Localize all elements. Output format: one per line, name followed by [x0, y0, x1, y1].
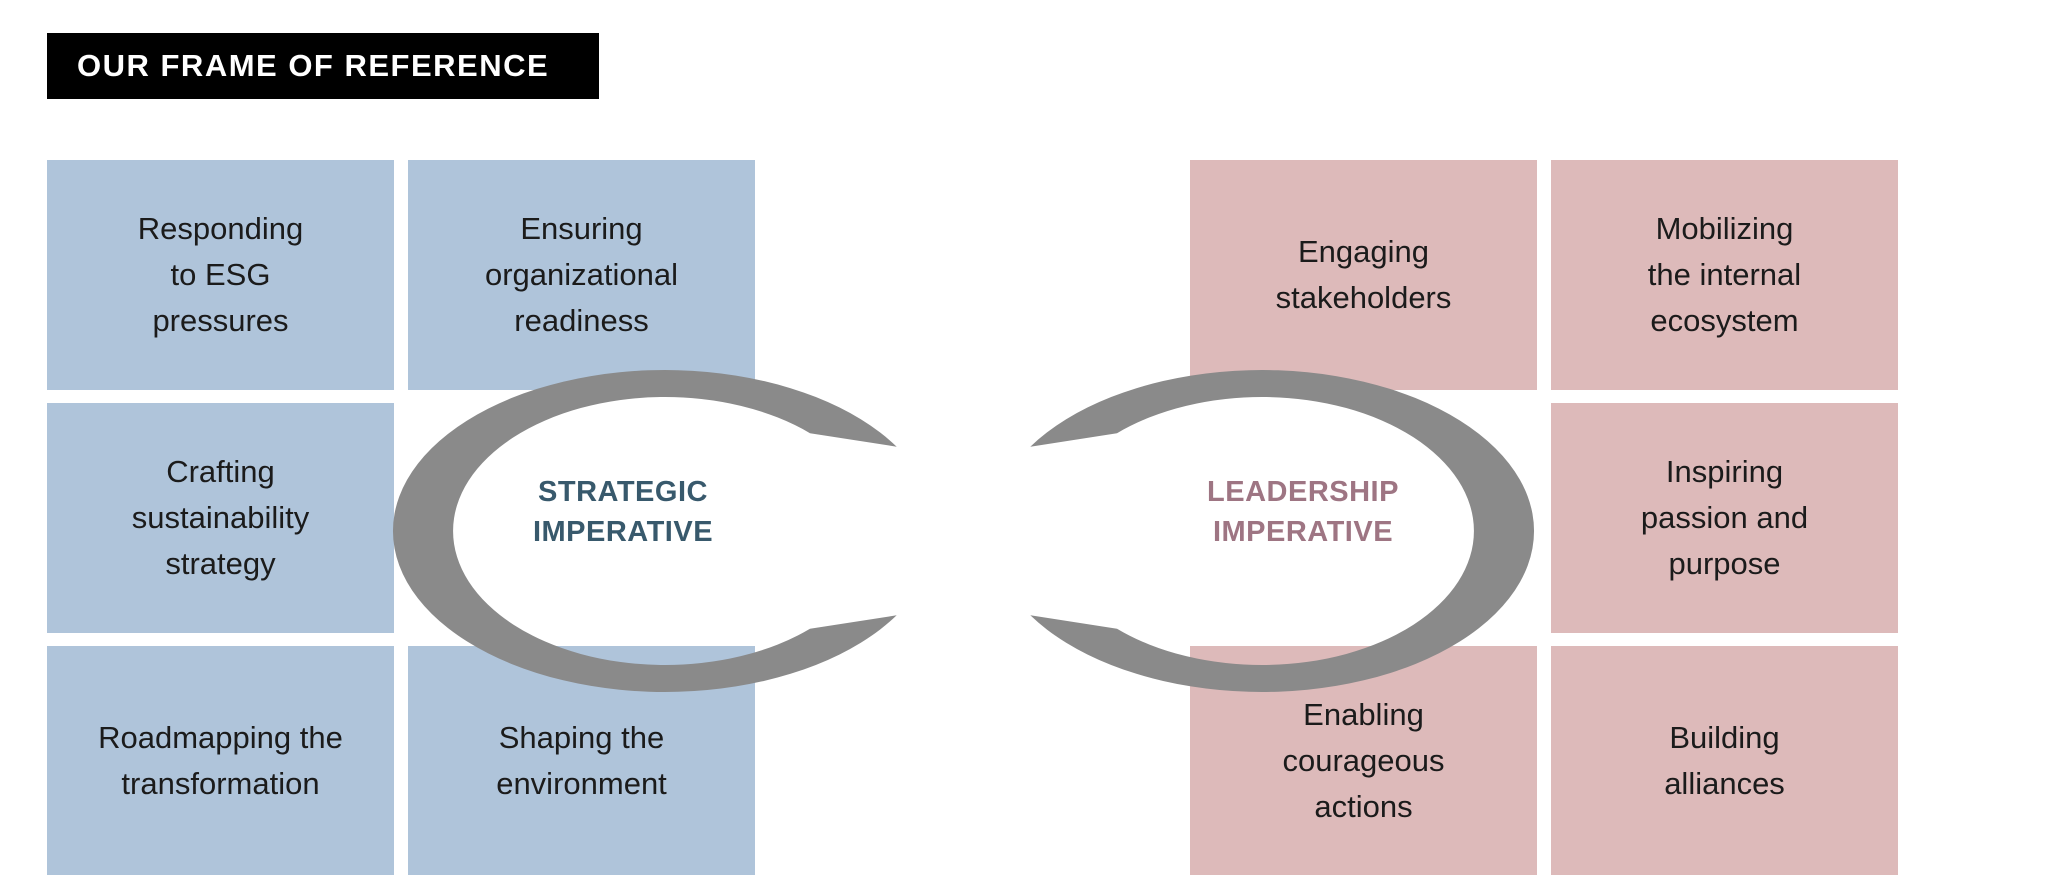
page-title-bar: OUR FRAME OF REFERENCE [47, 33, 599, 99]
box-passion-purpose: Inspiring passion and purpose [1551, 403, 1898, 633]
box-sustainability-strategy: Crafting sustainability strategy [47, 403, 394, 633]
box-roadmapping-transformation: Roadmapping the transformation [47, 646, 394, 875]
box-responding-esg: Responding to ESG pressures [47, 160, 394, 390]
strategic-imperative-label: STRATEGIC IMPERATIVE [532, 476, 714, 548]
page-title: OUR FRAME OF REFERENCE [77, 48, 550, 83]
box-org-readiness: Ensuring organizational readiness [408, 160, 755, 390]
box-courageous-actions: Enabling courageous actions [1190, 646, 1537, 875]
box-internal-ecosystem: Mobilizing the internal ecosystem [1551, 160, 1898, 390]
box-building-alliances: Building alliances [1551, 646, 1898, 875]
leadership-imperative-label: LEADERSHIP IMPERATIVE [1207, 476, 1399, 548]
box-shaping-environment: Shaping the environment [408, 646, 755, 875]
box-engaging-stakeholders: Engaging stakeholders [1190, 160, 1537, 390]
